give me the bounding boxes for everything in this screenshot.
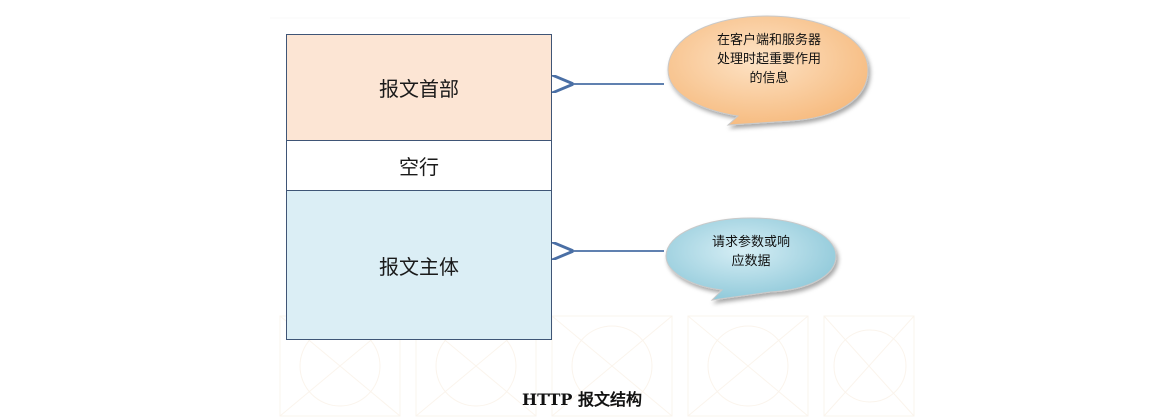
message-body-label: 报文主体 — [379, 254, 459, 279]
callout-header-line: 的信息 — [749, 71, 789, 86]
background-watermark-pattern — [270, 17, 915, 417]
figure-caption: HTTP 报文结构 — [522, 390, 642, 409]
message-header-label: 报文首部 — [379, 77, 459, 101]
blank-line-segment: 空行 — [286, 140, 552, 190]
callout-header-text: 在客户端和服务器 处理时起重要作用 的信息 — [686, 31, 852, 88]
callout-body-text: 请求参数或响 应数据 — [684, 233, 818, 271]
blank-line-label: 空行 — [399, 155, 439, 179]
message-body-segment: 报文主体 — [286, 190, 552, 340]
callout-body-line: 应数据 — [731, 254, 771, 269]
callout-body-line: 请求参数或响 — [711, 235, 790, 250]
callout-header-line: 在客户端和服务器 — [716, 33, 821, 48]
message-header-segment: 报文首部 — [286, 34, 552, 140]
callout-bubble-header — [667, 15, 869, 126]
callout-header-line: 处理时起重要作用 — [716, 52, 821, 67]
callout-bubble-body — [665, 217, 837, 301]
